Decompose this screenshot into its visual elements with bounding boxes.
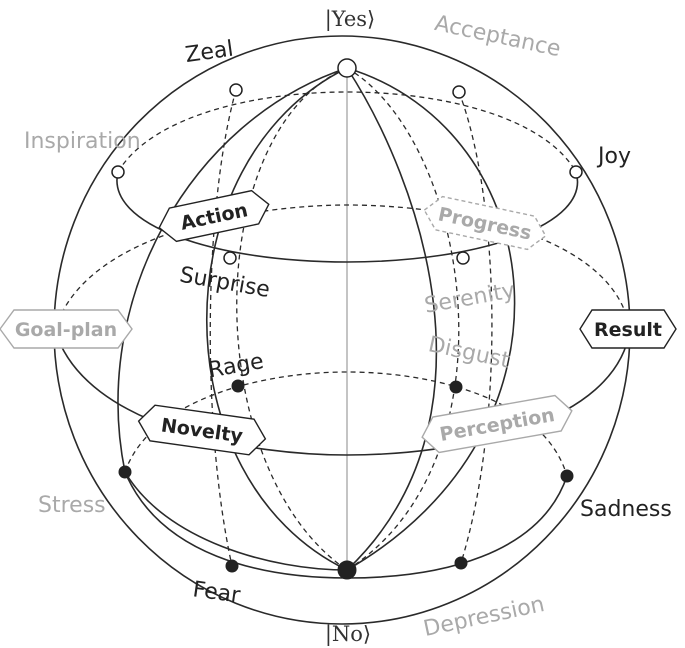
disgust-point [449,380,463,394]
depression-point [454,556,468,570]
sphere-outline [53,35,631,625]
inspiration-label: Inspiration [24,129,141,154]
fear-point [225,559,239,573]
meridian-right-b [346,67,516,571]
meridian-right-inner [458,91,493,564]
acceptance-label: Acceptance [432,11,562,62]
sadness-label: Sadness [580,497,672,522]
surprise-label: Surprise [178,263,272,303]
serenity-label: Serenity [423,278,517,318]
zeal-point [229,83,243,97]
yes-pole-point [337,58,357,78]
sadness-point [560,469,574,483]
meridian-left-b [117,67,348,571]
stress-point [118,465,132,479]
equator-front [54,329,631,456]
equator-back [54,204,631,331]
action-badge: Action [158,189,270,243]
meridian-left-a [205,67,348,571]
meridian-left-back [236,67,348,571]
depression-label: Depression [421,592,546,642]
rage-point [231,379,245,393]
fear-label: Fear [191,577,242,609]
novelty-badge: Novelty [137,404,267,456]
joy-point [569,165,583,179]
meridian-right-a [346,67,438,571]
result-badge: Result [579,309,677,349]
joy-label: Joy [596,144,631,169]
meridian-left-inner [209,89,237,567]
stress-label: Stress [38,493,106,518]
no-state-label: |No⟩ [325,622,371,647]
rage-label: Rage [206,349,265,383]
surprise-point [223,251,237,265]
upper-ring-back [117,91,577,173]
disgust-label: Disgust [426,332,512,374]
serenity-point [456,251,470,265]
yes-state-label: |Yes⟩ [325,7,376,32]
zeal-label: Zeal [184,37,235,68]
goal-plan-label: Goal-plan [15,319,117,341]
acceptance-point [452,85,466,99]
upper-ring-front [116,171,579,263]
progress-badge: Progress [423,195,547,251]
goal-plan-badge: Goal-plan [0,309,133,349]
meridian-right-back [346,67,460,571]
result-label: Result [594,319,662,341]
inspiration-point [111,165,125,179]
no-pole-point [337,560,357,580]
